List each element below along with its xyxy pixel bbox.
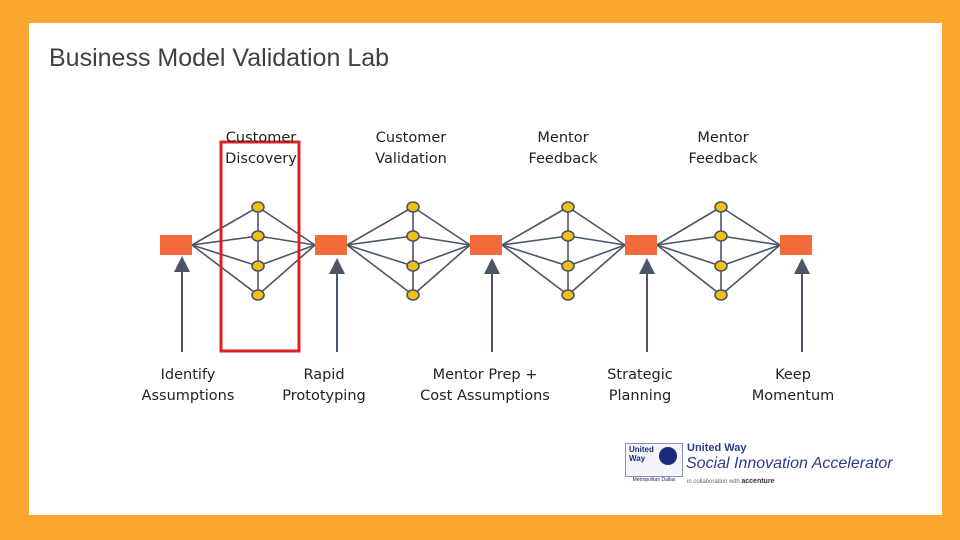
top-label-customer-validation: Customer Validation	[375, 130, 447, 167]
highlight-box	[219, 140, 301, 353]
edge-line	[257, 244, 316, 296]
milestone-box	[470, 235, 502, 255]
stage-node	[251, 201, 265, 213]
stage-node	[561, 230, 575, 242]
edge-line	[412, 244, 471, 296]
edge-line	[567, 244, 626, 296]
bottom-label-rapid-prototyping: Rapid Prototyping	[282, 367, 366, 404]
edge-line	[191, 244, 259, 296]
edge-line	[567, 235, 626, 246]
stage-node	[251, 260, 265, 272]
badge-text: United Way	[629, 445, 654, 463]
edge-line	[346, 206, 414, 246]
edge-line	[720, 244, 781, 267]
edge-line	[257, 244, 316, 267]
stage-node	[561, 260, 575, 272]
edge-line	[346, 235, 414, 246]
stage-node	[406, 260, 420, 272]
slide-title: Business Model Validation Lab	[49, 44, 390, 72]
united-way-badge-icon: United Way	[625, 443, 683, 477]
edge-line	[191, 244, 259, 267]
bottom-label-mentor-prep: Mentor Prep + Cost Assumptions	[420, 367, 550, 404]
edge-line	[656, 206, 722, 246]
edge-line	[501, 235, 569, 246]
edge-line	[257, 206, 316, 246]
milestone-box	[625, 235, 657, 255]
badge-circle-icon	[659, 447, 677, 465]
stage-node	[251, 230, 265, 242]
edge-line	[656, 244, 722, 267]
logo-organization: United Way	[687, 442, 747, 454]
partner-name: accenture	[741, 478, 775, 485]
logo-collaboration: in collaboration with accenture	[687, 478, 774, 485]
edge-line	[501, 206, 569, 246]
bottom-label-identify-assumptions: Identify Assumptions	[141, 367, 235, 404]
logo-program: Social Innovation Accelerator	[686, 455, 893, 472]
edge-line	[257, 235, 316, 246]
stage-node	[714, 230, 728, 242]
united-way-logo: United Way Metropolitan Dallas United Wa…	[625, 442, 910, 488]
edge-line	[412, 244, 471, 267]
edge-line	[567, 244, 626, 267]
edge-line	[656, 235, 722, 246]
edge-line	[720, 235, 781, 246]
stage-node	[561, 201, 575, 213]
edge-line	[656, 244, 722, 296]
edge-line	[412, 235, 471, 246]
edge-line	[191, 206, 259, 246]
edge-line	[567, 206, 626, 246]
stage-node	[406, 230, 420, 242]
milestone-box	[160, 235, 192, 255]
edge-line	[191, 235, 259, 246]
bottom-label-keep-momentum: Keep Momentum	[751, 367, 835, 404]
edge-line	[346, 244, 414, 267]
top-label-mentor-feedback-2: Mentor Feedback	[688, 130, 758, 167]
stage-node	[714, 201, 728, 213]
badge-subtitle: Metropolitan Dallas	[632, 477, 676, 483]
milestone-box	[315, 235, 347, 255]
stage-node	[714, 260, 728, 272]
collab-text: in collaboration with	[687, 479, 740, 485]
edge-line	[346, 244, 414, 296]
stage-node	[406, 201, 420, 213]
stage-node	[561, 289, 575, 301]
top-label-customer-discovery: Customer Discovery	[225, 130, 297, 167]
milestone-box	[780, 235, 812, 255]
edge-line	[720, 244, 781, 296]
stage-node	[406, 289, 420, 301]
edge-line	[412, 206, 471, 246]
edge-line	[501, 244, 569, 296]
bottom-label-strategic-planning: Strategic Planning	[607, 367, 673, 404]
stage-node	[251, 289, 265, 301]
stage-node	[714, 289, 728, 301]
top-label-mentor-feedback-1: Mentor Feedback	[528, 130, 598, 167]
edge-line	[501, 244, 569, 267]
edge-line	[720, 206, 781, 246]
